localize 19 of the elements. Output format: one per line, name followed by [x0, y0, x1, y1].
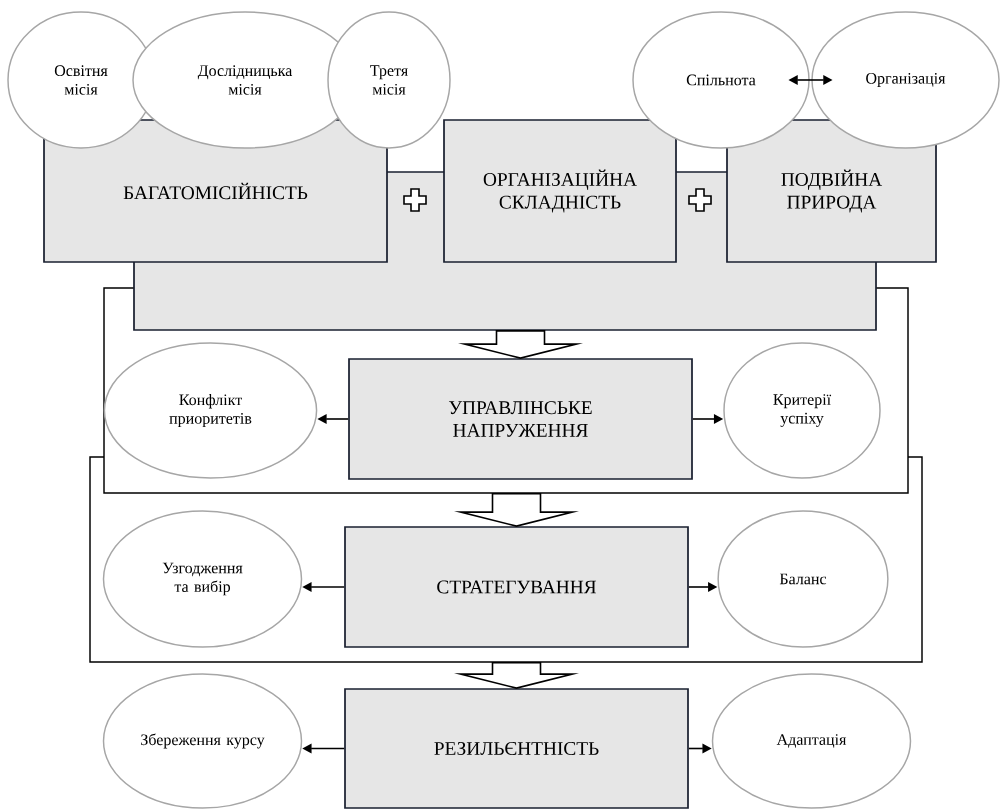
oval: Адаптація — [711, 673, 912, 809]
node-label: Організація — [866, 72, 946, 87]
oval: Конфлікт приоритетів — [103, 342, 318, 479]
oval: Критерії успіху — [723, 342, 881, 479]
oval: Освітня місія — [7, 11, 155, 149]
block-arrow — [454, 492, 579, 527]
process-box: СТРАТЕГУВАННЯ — [344, 526, 689, 648]
oval: Організація — [811, 11, 1000, 149]
process-box: УПРАВЛІНСЬКЕ НАПРУЖЕННЯ — [348, 358, 693, 480]
process-box: РЕЗИЛЬЄНТНІСТЬ — [344, 688, 689, 809]
oval: Узгодження та вибір — [102, 510, 303, 648]
process-box: ОРГАНІЗАЦІЙНА СКЛАДНІСТЬ — [443, 119, 677, 263]
block-arrow — [458, 330, 583, 359]
block-arrow — [454, 661, 579, 689]
oval: Дослідницька місія — [132, 11, 358, 149]
oval: Спільнота — [632, 11, 810, 149]
oval: Баланс — [717, 510, 889, 648]
oval: Третя місія — [327, 11, 451, 149]
oval: Збереження курсу — [102, 673, 303, 809]
